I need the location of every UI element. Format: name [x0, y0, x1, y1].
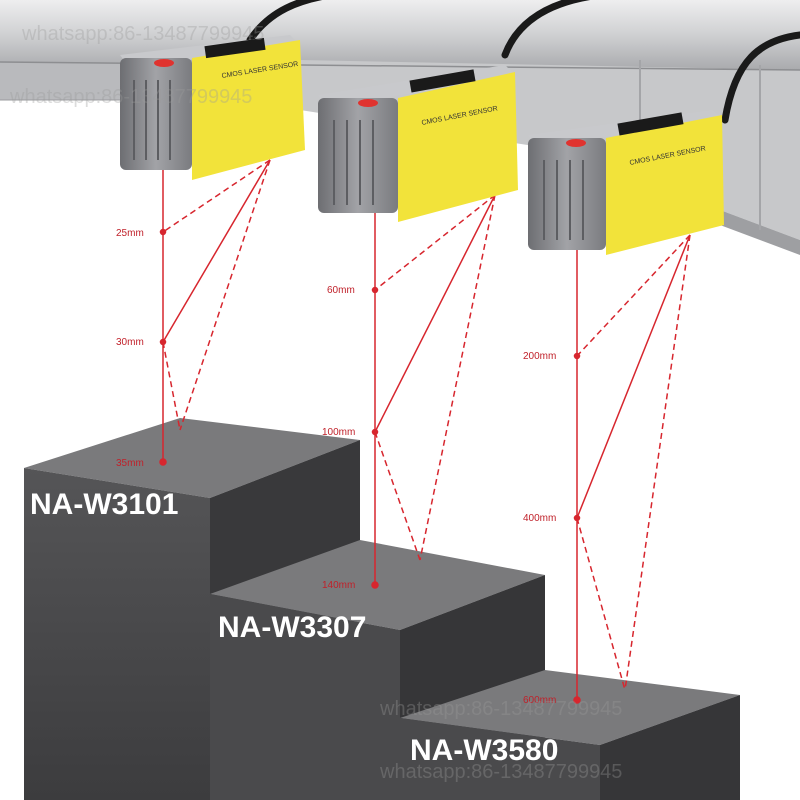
emitter-icon [154, 59, 174, 67]
laser-beams-2 [371, 194, 496, 589]
distance-label-1c: 35mm [116, 458, 144, 469]
distance-label-3c: 600mm [523, 695, 556, 706]
watermark-1: whatsapp:86-13487799945 [21, 23, 264, 45]
laser-sensor-3: CMOS LASER SENSOR [528, 110, 724, 255]
laser-beams-1 [159, 159, 271, 466]
laser-sensor-2: CMOS LASER SENSOR [318, 65, 518, 222]
display-panel-icon [204, 37, 266, 59]
distance-label-3b: 400mm [523, 513, 556, 524]
display-panel-icon [409, 69, 476, 93]
distance-label-1a: 25mm [116, 228, 144, 239]
sensor-cables [246, 0, 800, 124]
laser-beams-3 [573, 234, 691, 704]
display-panel-icon [617, 112, 684, 136]
staircase-target [24, 418, 740, 800]
model-label-1: NA-W3101 [30, 488, 178, 521]
watermark-2: whatsapp:86-13487799945 [9, 86, 252, 108]
distance-label-1b: 30mm [116, 337, 144, 348]
laser-sensor-1: CMOS LASER SENSOR [120, 35, 305, 180]
model-label-3: NA-W3580 [410, 734, 558, 767]
watermark-3: whatsapp:86-13487799945 [379, 698, 622, 720]
distance-label-3a: 200mm [523, 351, 556, 362]
watermark-4: whatsapp:86-13487799945 [379, 761, 622, 783]
distance-label-2c: 140mm [322, 580, 355, 591]
emitter-icon [566, 139, 586, 147]
distance-label-2a: 60mm [327, 285, 355, 296]
emitter-icon [358, 99, 378, 107]
distance-label-2b: 100mm [322, 427, 355, 438]
model-label-2: NA-W3307 [218, 611, 366, 644]
